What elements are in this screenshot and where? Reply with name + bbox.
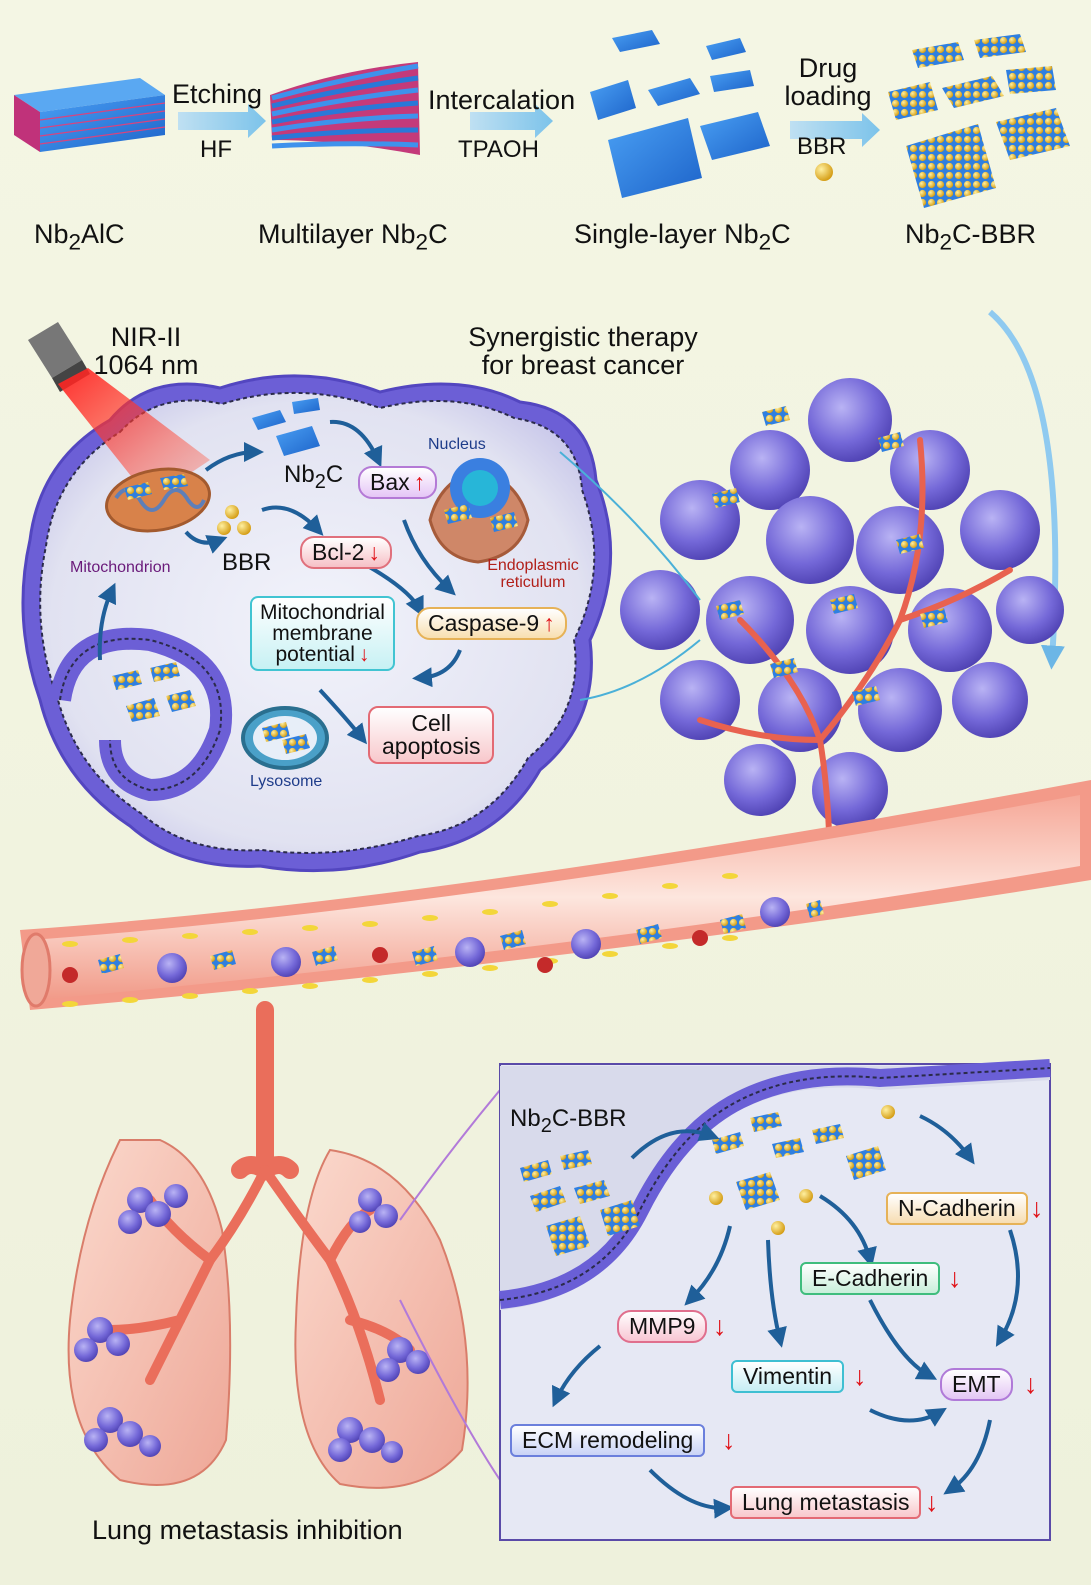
single-layer-nb2c-label: Single-layer Nb2C xyxy=(574,219,791,255)
free-nb2c-sheets xyxy=(252,398,320,456)
mmp-line3-text: potential xyxy=(275,643,355,666)
nucleus-label: Nucleus xyxy=(428,436,486,453)
etching-label: Etching xyxy=(172,79,263,109)
lungs xyxy=(67,1001,469,1489)
apoptosis-line1: Cell xyxy=(411,710,452,736)
caspase9-up-arrow: ↑ xyxy=(543,610,555,636)
er-line1: Endoplasmic xyxy=(487,557,579,574)
inset-nb2c-bbr-label: Nb2C-BBR xyxy=(510,1105,627,1137)
ecm-tag: ECM remodeling xyxy=(510,1424,706,1458)
multilayer-nb2c-label: Multilayer Nb2C xyxy=(258,219,448,255)
e-cadherin-down-arrow: ↓ xyxy=(948,1263,962,1293)
lysosome-label: Lysosome xyxy=(250,773,323,790)
blood-vessel xyxy=(20,780,1091,1010)
bcl2-down-arrow: ↓ xyxy=(368,539,380,565)
bbr-synthesis-label: BBR xyxy=(797,133,847,160)
nucleus-shape xyxy=(428,458,530,564)
lung-metastasis-down-arrow: ↓ xyxy=(925,1487,939,1517)
emt-down-arrow: ↓ xyxy=(1024,1369,1038,1399)
ecm-down-arrow: ↓ xyxy=(722,1425,736,1455)
laser-label-line2: 1064 nm xyxy=(93,350,199,381)
mmp-line2: membrane xyxy=(272,622,373,645)
therapy-title-line1: Synergistic therapy xyxy=(468,322,698,352)
mmp-line1: Mitochondrial xyxy=(260,601,385,624)
er-line2: reticulum xyxy=(500,573,566,591)
multilayer-nb2c xyxy=(270,62,420,155)
nb2c-bbr-label: Nb2C-BBR xyxy=(905,219,1037,255)
drug-loading-arrow xyxy=(790,113,880,181)
mmp-down-arrow: ↓ xyxy=(358,643,370,666)
ecm-text: ECM remodeling xyxy=(522,1427,694,1453)
zoom-line xyxy=(559,451,701,601)
bbr-cell-label: BBR xyxy=(222,549,272,576)
e-cadherin-text: E-Cadherin xyxy=(812,1265,929,1291)
drug-label-line1: Drug xyxy=(798,53,858,83)
bbr-particles xyxy=(217,505,251,535)
e-cadherin-tag: E-Cadherin xyxy=(800,1262,941,1296)
nb2alc-block xyxy=(14,78,166,152)
mmp9-text: MMP9 xyxy=(629,1313,696,1339)
emt-tag: EMT xyxy=(940,1368,1013,1402)
metastasis-inset xyxy=(499,1059,1051,1541)
apoptosis-line2: apoptosis xyxy=(382,733,481,759)
n-cadherin-down-arrow: ↓ xyxy=(1030,1193,1044,1223)
nb2c-cell-label: Nb2C xyxy=(284,461,344,493)
lung-metastasis-text: Lung metastasis xyxy=(742,1489,910,1515)
vimentin-text: Vimentin xyxy=(743,1363,833,1389)
intercalation-arrow xyxy=(470,104,553,138)
lung-metastasis-tag: Lung metastasis xyxy=(730,1486,922,1520)
zoom-line-2 xyxy=(579,639,701,701)
lung-caption: Lung metastasis inhibition xyxy=(92,1515,403,1545)
single-layer-sheets xyxy=(590,30,770,198)
mmp9-down-arrow: ↓ xyxy=(713,1311,727,1341)
zoom-line-lung-2 xyxy=(399,1299,501,1481)
zoom-line-lung xyxy=(399,1089,501,1221)
laser-label: NIR-II 1064 nm xyxy=(86,323,206,380)
mmp-tag: Mitochondrial membrane potential↓ xyxy=(250,596,395,671)
cell-pathway-arrows xyxy=(97,419,462,745)
mmp9-tag: MMP9 xyxy=(617,1310,708,1344)
vimentin-tag: Vimentin xyxy=(731,1360,845,1394)
drug-loading-label: Drug loading xyxy=(780,54,876,111)
bcl2-text: Bcl-2 xyxy=(312,539,365,565)
therapy-title-line2: for breast cancer xyxy=(481,350,685,381)
tpaoh-label: TPAOH xyxy=(458,136,539,163)
lysosome-shape xyxy=(241,706,329,770)
er-label: Endoplasmic reticulum xyxy=(478,557,588,592)
n-cadherin-text: N-Cadherin xyxy=(898,1195,1016,1221)
apoptosis-tag: Cell apoptosis xyxy=(368,706,495,764)
mitochondrion-shape xyxy=(105,467,211,533)
etching-arrow xyxy=(178,104,266,138)
bcl2-tag: Bcl-2↓ xyxy=(300,536,392,570)
caspase9-text: Caspase-9 xyxy=(428,610,540,636)
caspase9-tag: Caspase-9↑ xyxy=(416,607,567,641)
mitochondrion-label: Mitochondrion xyxy=(70,559,171,576)
bax-tag: Bax↑ xyxy=(358,466,438,500)
laser-label-line1: NIR-II xyxy=(110,322,182,352)
bax-text: Bax xyxy=(370,469,410,495)
mmp-line3: potential↓ xyxy=(260,644,385,665)
n-cadherin-tag: N-Cadherin xyxy=(886,1192,1028,1226)
drug-label-line2: loading xyxy=(784,81,872,112)
emt-text: EMT xyxy=(952,1371,1001,1397)
intercalation-label: Intercalation xyxy=(428,85,576,115)
bax-up-arrow: ↑ xyxy=(413,469,426,495)
tumor-mass xyxy=(620,378,1064,883)
vimentin-down-arrow: ↓ xyxy=(853,1361,867,1391)
therapy-title: Synergistic therapy for breast cancer xyxy=(448,323,718,380)
nb2c-bbr-sheets xyxy=(888,34,1070,208)
nb2alc-label: Nb2AlC xyxy=(34,219,125,255)
hf-label: HF xyxy=(200,136,232,163)
laser-device xyxy=(28,322,210,500)
